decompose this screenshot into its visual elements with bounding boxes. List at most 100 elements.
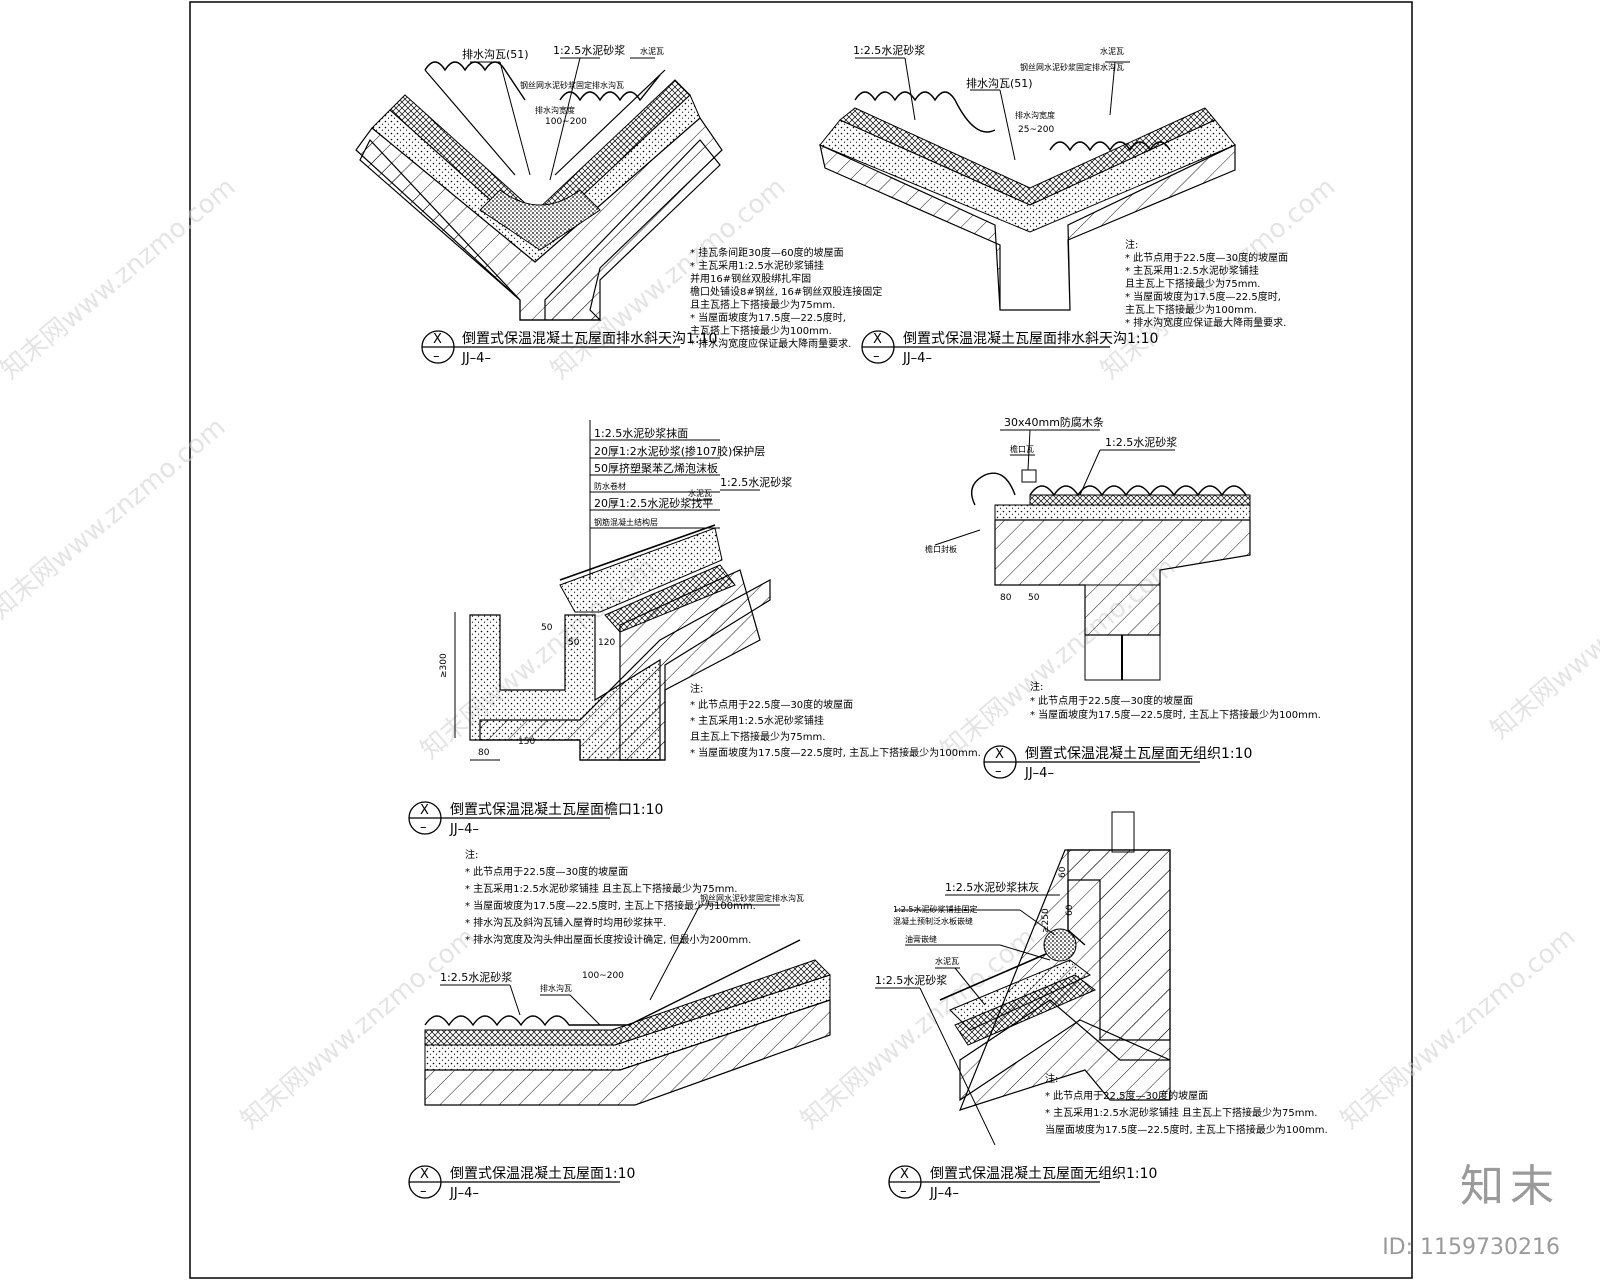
label: 檐口封板 — [925, 544, 957, 554]
note-line: 当屋面坡度为17.5度—22.5度时, 主瓦上下搭接最少为100mm. — [1045, 1123, 1328, 1136]
label: 1:2.5水泥砂浆 — [1105, 435, 1177, 449]
detail-ref: JJ–4– — [461, 351, 491, 366]
timber-batten — [1021, 469, 1037, 483]
dimension: 50 — [1028, 593, 1040, 603]
index-top: X — [433, 332, 442, 347]
wall — [1084, 584, 1161, 681]
note-line: * 排水沟宽度及沟头伸出屋面长度按设计确定, 但最小为200mm. — [465, 933, 751, 946]
index-bottom: – — [433, 349, 440, 364]
detail-title: 倒置式保温混凝土瓦屋面排水斜天沟1:10 — [462, 331, 717, 347]
label: 油膏嵌缝 — [905, 934, 937, 944]
note-line: * 当屋面坡度为17.5度—22.5度时, 主瓦上下搭接最少为100mm. — [690, 746, 981, 759]
note-line: 主瓦搭上下搭接最少为100mm. — [690, 324, 832, 337]
label: 防水卷材 — [594, 481, 626, 491]
label: 钢丝网水泥砂浆固定排水沟瓦 — [520, 80, 624, 90]
image-id: ID: 1159730216 — [1382, 1235, 1560, 1260]
note-line: * 排水沟宽度应保证最大降雨量要求. — [1125, 316, 1286, 329]
tile-row — [939, 949, 1056, 1001]
label: 1:2.5水泥砂浆 — [720, 475, 792, 489]
note-line: * 当屋面坡度为17.5度—22.5度时, 主瓦上下搭接最少为100mm. — [465, 899, 756, 912]
label: 50厚挤塑聚苯乙烯泡沫板 — [594, 461, 718, 475]
detail-ref: JJ–4– — [929, 1186, 959, 1201]
watermark-text: 知末网www.znzmo.com — [1335, 922, 1581, 1135]
label: 钢筋混凝土结构层 — [594, 517, 658, 527]
insulation-layer — [839, 107, 1216, 206]
label: 1:2.5水泥砂浆抹面 — [594, 426, 688, 440]
mortar-layer — [559, 527, 723, 613]
label: 水泥瓦 — [640, 46, 664, 56]
notes-block: 注:* 此节点用于22.5度—30度的坡屋面* 主瓦采用1:2.5水泥砂浆铺挂 … — [1125, 238, 1288, 329]
label: 排水沟瓦(51) — [966, 76, 1033, 90]
note-line: * 此节点用于22.5度—30度的坡屋面 — [465, 865, 628, 878]
detail-title: 倒置式保温混凝土瓦屋面1:10 — [450, 1166, 635, 1182]
drawing-border — [189, 1, 1413, 1279]
detail-title: 倒置式保温混凝土瓦屋面排水斜天沟1:10 — [903, 331, 1158, 347]
index-bottom: – — [873, 349, 880, 364]
label: 1:2.5水泥砂浆 — [553, 43, 625, 57]
note-line: 并用16#钢丝双股绑扎牢固 — [690, 272, 811, 285]
dimension: 50 — [541, 623, 553, 633]
label: 水泥瓦 — [935, 956, 959, 966]
detail-6: 1:2.5水泥砂浆抹灰 1:2.5水泥砂浆铺挂固定 混凝土预制泛水板嵌缝 油膏嵌… — [875, 811, 1328, 1201]
label: 30x40mm防腐木条 — [1004, 415, 1104, 429]
detail-title: 倒置式保温混凝土瓦屋面无组织1:10 — [1025, 746, 1252, 762]
dimension: ≥250 — [1041, 908, 1051, 933]
note-line: * 此节点用于22.5度—30度的坡屋面 — [690, 698, 853, 711]
watermark-text: 知末网www.znzmo.com — [1485, 532, 1600, 745]
notes-block: * 挂瓦条间距30度—60度的坡屋面* 主瓦采用1:2.5水泥砂浆铺挂 并用16… — [690, 246, 882, 350]
label: 钢丝网水泥砂浆固定排水沟瓦 — [1020, 62, 1124, 72]
note-line: * 主瓦采用1:2.5水泥砂浆铺挂 — [690, 714, 824, 727]
label: 檐口瓦 — [1010, 444, 1034, 454]
dimension: 80 — [478, 748, 490, 758]
notes-block: 注: * 此节点用于22.5度—30度的坡屋面 * 主瓦采用1:2.5水泥砂浆铺挂 … — [465, 848, 756, 946]
eave-tile — [971, 472, 1016, 506]
detail-2: 1:2.5水泥砂浆 排水沟瓦(51) 钢丝网水泥砂浆固定排水沟瓦 水泥瓦 排水沟… — [819, 43, 1288, 366]
note-line: * 主瓦采用1:2.5水泥砂浆铺挂 — [1125, 264, 1259, 277]
concrete-slab — [819, 143, 1236, 311]
note-line: * 此节点用于22.5度—30度的坡屋面 — [1030, 694, 1193, 707]
note-line: 注: — [465, 848, 478, 861]
note-line: * 当屋面坡度为17.5度—22.5度时, 主瓦上下搭接最少为100mm. — [1030, 708, 1321, 721]
note-line: 注: — [1125, 238, 1138, 251]
note-line: * 主瓦采用1:2.5水泥砂浆铺挂 且主瓦上下搭接最少为75mm. — [465, 882, 737, 895]
insulation-layer — [954, 974, 1096, 1046]
dimension: 60 — [1065, 904, 1075, 916]
note-line: * 挂瓦条间距30度—60度的坡屋面 — [690, 246, 844, 259]
note-line: * 此节点用于22.5度—30度的坡屋面 — [1045, 1089, 1208, 1102]
index-top: X — [900, 1167, 909, 1182]
dimension: 25~200 — [1018, 125, 1054, 135]
detail-1: 排水沟瓦(51) 1:2.5水泥砂浆 水泥瓦 钢丝网水泥砂浆固定排水沟瓦 排水沟… — [355, 43, 882, 366]
label: 水泥瓦 — [688, 488, 712, 498]
label: 20厚1:2.5水泥砂浆找平 — [594, 496, 713, 510]
notes-block: 注:* 此节点用于22.5度—30度的坡屋面* 主瓦采用1:2.5水泥砂浆铺挂 … — [690, 682, 981, 759]
dimension: 100~200 — [582, 971, 624, 981]
detail-ref: JJ–4– — [449, 822, 479, 837]
wall — [1111, 811, 1135, 853]
dimension: 120 — [598, 638, 615, 648]
note-line: * 主瓦采用1:2.5水泥砂浆铺挂 — [690, 259, 824, 272]
watermark-text: 知末网www.znzmo.com — [0, 412, 231, 625]
note-line: 且主瓦搭上下搭接最少为75mm. — [690, 298, 835, 311]
detail-title: 倒置式保温混凝土瓦屋面无组织1:10 — [930, 1166, 1157, 1182]
flashing — [1067, 880, 1086, 946]
sealant-joint — [1043, 928, 1077, 962]
insulation-layer — [424, 959, 831, 1046]
index-top: X — [873, 332, 882, 347]
watermark-text: 知末网www.znzmo.com — [0, 172, 241, 385]
insulation-layer — [604, 564, 736, 633]
note-line: 主瓦上下搭接最少为100mm. — [1125, 303, 1257, 316]
detail-ref: JJ–4– — [449, 1186, 479, 1201]
note-line: 且主瓦上下搭接最少为75mm. — [690, 730, 825, 743]
notes-block: 注:* 此节点用于22.5度—30度的坡屋面* 主瓦采用1:2.5水泥砂浆铺挂 … — [1045, 1072, 1328, 1136]
note-line: * 当屋面坡度为17.5度—22.5度时, — [1125, 290, 1281, 303]
label: 钢丝网水泥砂浆固定排水沟瓦 — [700, 893, 804, 903]
dimension: 50 — [568, 638, 580, 648]
note-line: * 主瓦采用1:2.5水泥砂浆铺挂 且主瓦上下搭接最少为75mm. — [1045, 1106, 1317, 1119]
tile-row — [854, 91, 1171, 152]
dimension: 80 — [1000, 593, 1012, 603]
valley-mortar — [479, 189, 601, 251]
tile-row — [424, 939, 801, 1027]
detail-5: 1:2.5水泥砂浆 排水沟瓦 100~200 钢丝网水泥砂浆固定排水沟瓦 注:*… — [408, 848, 831, 1201]
detail-3: 1:2.5水泥砂浆抹面 20厚1:2水泥砂浆(掺107胶)保护层 50厚挤塑聚苯… — [408, 420, 981, 837]
